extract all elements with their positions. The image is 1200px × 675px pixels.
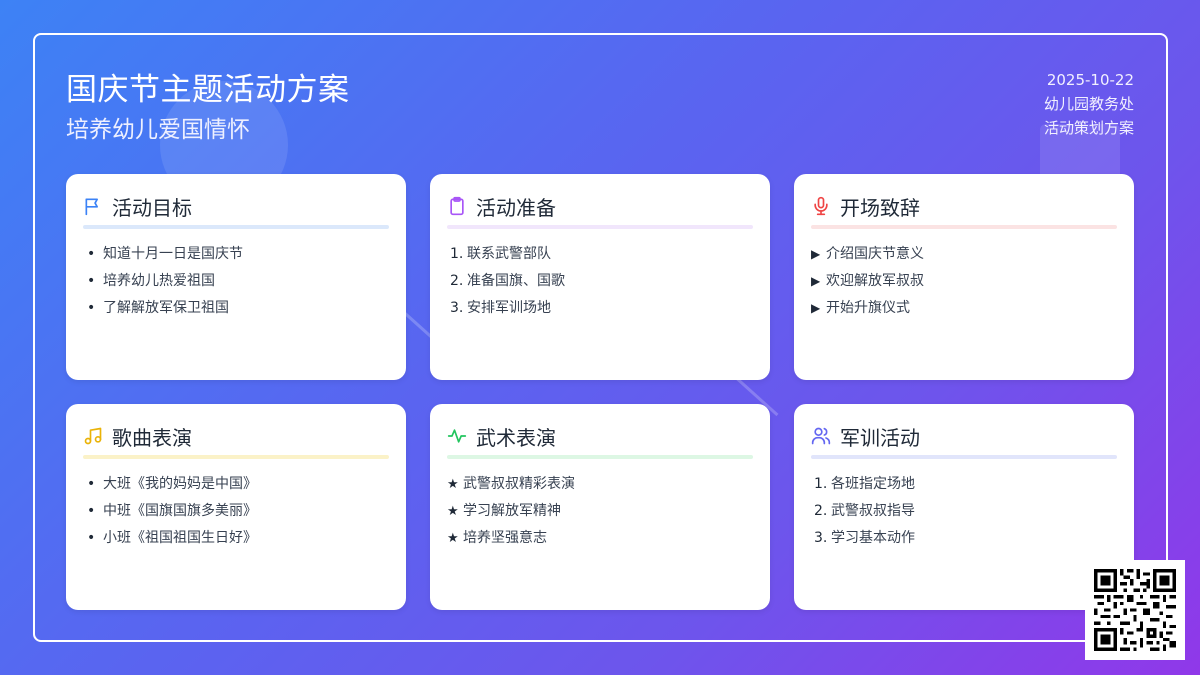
card-title: 军训活动 [840, 425, 920, 450]
card-opening-speech: 开场致辞 ▶ 介绍国庆节意义 ▶ 欢迎解放军叔叔 ▶ 开始升旗仪式 [794, 174, 1134, 380]
list-item: 2.武警叔叔指导 [811, 498, 1117, 525]
list-item: ★ 学习解放军精神 [447, 498, 753, 525]
card-list: ▶ 介绍国庆节意义 ▶ 欢迎解放军叔叔 ▶ 开始升旗仪式 [811, 241, 1117, 322]
number-marker: 1. [450, 246, 464, 262]
bullet-marker: • [87, 530, 96, 546]
card-activity-goals: 活动目标 • 知道十月一日是国庆节 • 培养幼儿热爱祖国 • 了解解放军保卫祖国 [66, 174, 406, 380]
star-marker: ★ [447, 531, 459, 546]
list-item: • 小班《祖国祖国生日好》 [83, 525, 389, 552]
list-item: ★ 培养坚强意志 [447, 525, 753, 552]
list-item-text: 了解解放军保卫祖国 [103, 300, 229, 316]
card-divider [447, 225, 753, 229]
list-item: 3.安排军训场地 [447, 295, 753, 322]
number-marker: 1. [814, 476, 828, 492]
card-military-training: 军训活动 1.各班指定场地 2.武警叔叔指导 3.学习基本动作 [794, 404, 1134, 610]
card-list: • 大班《我的妈妈是中国》 • 中班《国旗国旗多美丽》 • 小班《祖国祖国生日好》 [83, 471, 389, 552]
list-item-text: 大班《我的妈妈是中国》 [103, 476, 257, 492]
list-item: ▶ 欢迎解放军叔叔 [811, 268, 1117, 295]
list-item-text: 各班指定场地 [831, 476, 915, 492]
card-preparation: 活动准备 1.联系武警部队 2.准备国旗、国歌 3.安排军训场地 [430, 174, 770, 380]
clipboard-icon [447, 196, 467, 216]
card-list: 1.各班指定场地 2.武警叔叔指导 3.学习基本动作 [811, 471, 1117, 552]
list-item-text: 开始升旗仪式 [826, 300, 910, 316]
card-title: 歌曲表演 [112, 425, 192, 450]
page-frame [33, 33, 1168, 642]
list-item: • 知道十月一日是国庆节 [83, 241, 389, 268]
list-item: 2.准备国旗、国歌 [447, 268, 753, 295]
bullet-marker: • [87, 476, 96, 492]
list-item-text: 准备国旗、国歌 [467, 273, 565, 289]
list-item: 1.各班指定场地 [811, 471, 1117, 498]
microphone-icon [811, 196, 831, 216]
header-meta: 2025-10-22 幼儿园教务处 活动策划方案 [1044, 68, 1134, 140]
card-song-performance: 歌曲表演 • 大班《我的妈妈是中国》 • 中班《国旗国旗多美丽》 • 小班《祖国祖国生… [66, 404, 406, 610]
bullet-marker: • [87, 273, 96, 289]
triangle-marker: ▶ [811, 247, 821, 261]
triangle-marker: ▶ [811, 301, 821, 315]
number-marker: 3. [814, 530, 828, 546]
card-title: 开场致辞 [840, 195, 920, 220]
bullet-marker: • [87, 300, 96, 316]
bullet-marker: • [87, 246, 96, 262]
list-item: ▶ 介绍国庆节意义 [811, 241, 1117, 268]
list-item: ★ 武警叔叔精彩表演 [447, 471, 753, 498]
list-item: • 培养幼儿热爱祖国 [83, 268, 389, 295]
list-item-text: 中班《国旗国旗多美丽》 [103, 503, 257, 519]
page-subtitle: 培养幼儿爱国情怀 [66, 117, 250, 143]
card-title: 活动准备 [476, 195, 556, 220]
card-divider [83, 225, 389, 229]
triangle-marker: ▶ [811, 274, 821, 288]
card-title: 活动目标 [112, 195, 192, 220]
list-item-text: 安排军训场地 [467, 300, 551, 316]
bullet-marker: • [87, 503, 96, 519]
list-item-text: 武警叔叔精彩表演 [463, 476, 575, 492]
flag-icon [83, 196, 103, 216]
department-label: 幼儿园教务处 [1043, 95, 1134, 113]
card-martial-arts: 武术表演 ★ 武警叔叔精彩表演 ★ 学习解放军精神 ★ 培养坚强意志 [430, 404, 770, 610]
card-list: 1.联系武警部队 2.准备国旗、国歌 3.安排军训场地 [447, 241, 753, 322]
card-divider [83, 455, 389, 459]
list-item: 1.联系武警部队 [447, 241, 753, 268]
number-marker: 2. [814, 503, 828, 519]
list-item-text: 学习基本动作 [831, 530, 915, 546]
card-divider [811, 225, 1117, 229]
list-item-text: 小班《祖国祖国生日好》 [103, 530, 257, 546]
list-item-text: 联系武警部队 [467, 246, 551, 262]
qr-code-icon [1094, 569, 1176, 651]
list-item-text: 知道十月一日是国庆节 [103, 246, 243, 262]
card-divider [447, 455, 753, 459]
list-item-text: 学习解放军精神 [463, 503, 561, 519]
music-note-icon [83, 426, 103, 446]
date-label: 2025-10-22 [1046, 71, 1134, 89]
users-icon [811, 426, 831, 446]
qr-code[interactable] [1085, 560, 1185, 660]
list-item-text: 培养幼儿热爱祖国 [103, 273, 215, 289]
star-marker: ★ [447, 504, 459, 519]
list-item-text: 武警叔叔指导 [831, 503, 915, 519]
number-marker: 3. [450, 300, 464, 316]
doc-type-label: 活动策划方案 [1043, 119, 1134, 137]
list-item: • 了解解放军保卫祖国 [83, 295, 389, 322]
list-item: • 大班《我的妈妈是中国》 [83, 471, 389, 498]
card-list: • 知道十月一日是国庆节 • 培养幼儿热爱祖国 • 了解解放军保卫祖国 [83, 241, 389, 322]
page-title: 国庆节主题活动方案 [66, 72, 350, 108]
card-divider [811, 455, 1117, 459]
star-marker: ★ [447, 477, 459, 492]
list-item: • 中班《国旗国旗多美丽》 [83, 498, 389, 525]
card-list: ★ 武警叔叔精彩表演 ★ 学习解放军精神 ★ 培养坚强意志 [447, 471, 753, 552]
card-title: 武术表演 [476, 425, 556, 450]
list-item: ▶ 开始升旗仪式 [811, 295, 1117, 322]
list-item: 3.学习基本动作 [811, 525, 1117, 552]
list-item-text: 介绍国庆节意义 [826, 246, 924, 262]
number-marker: 2. [450, 273, 464, 289]
list-item-text: 欢迎解放军叔叔 [826, 273, 924, 289]
activity-pulse-icon [447, 426, 467, 446]
list-item-text: 培养坚强意志 [463, 530, 547, 546]
